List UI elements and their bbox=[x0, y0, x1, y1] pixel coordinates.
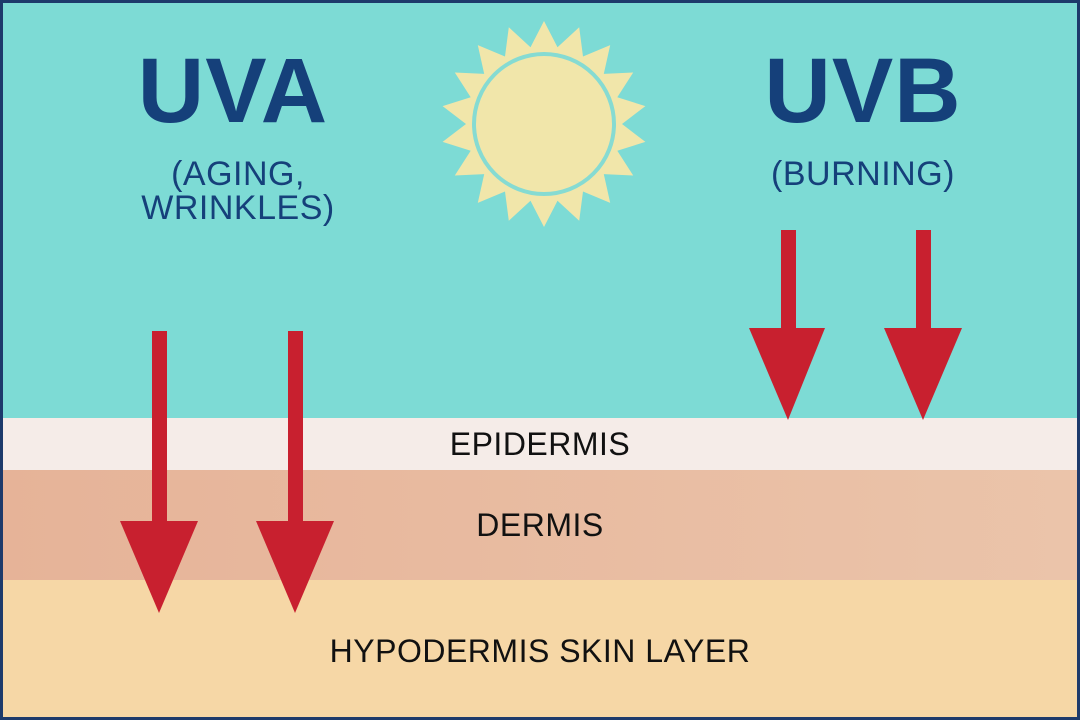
hypodermis-label: HYPODERMIS SKIN LAYER bbox=[329, 633, 751, 669]
uva-title: UVA bbox=[137, 40, 329, 142]
epidermis-layer: EPIDERMIS bbox=[3, 418, 1077, 470]
uvb-title: UVB bbox=[764, 40, 962, 142]
uva-subtitle: (AGING, WRINKLES) bbox=[141, 155, 335, 227]
dermis-label: DERMIS bbox=[476, 506, 604, 543]
dermis-layer: DERMIS bbox=[3, 470, 1077, 580]
hypodermis-layer: HYPODERMIS SKIN LAYER bbox=[3, 580, 1077, 717]
uvb-subtitle: (BURNING) bbox=[771, 155, 955, 193]
epidermis-label: EPIDERMIS bbox=[449, 425, 631, 462]
